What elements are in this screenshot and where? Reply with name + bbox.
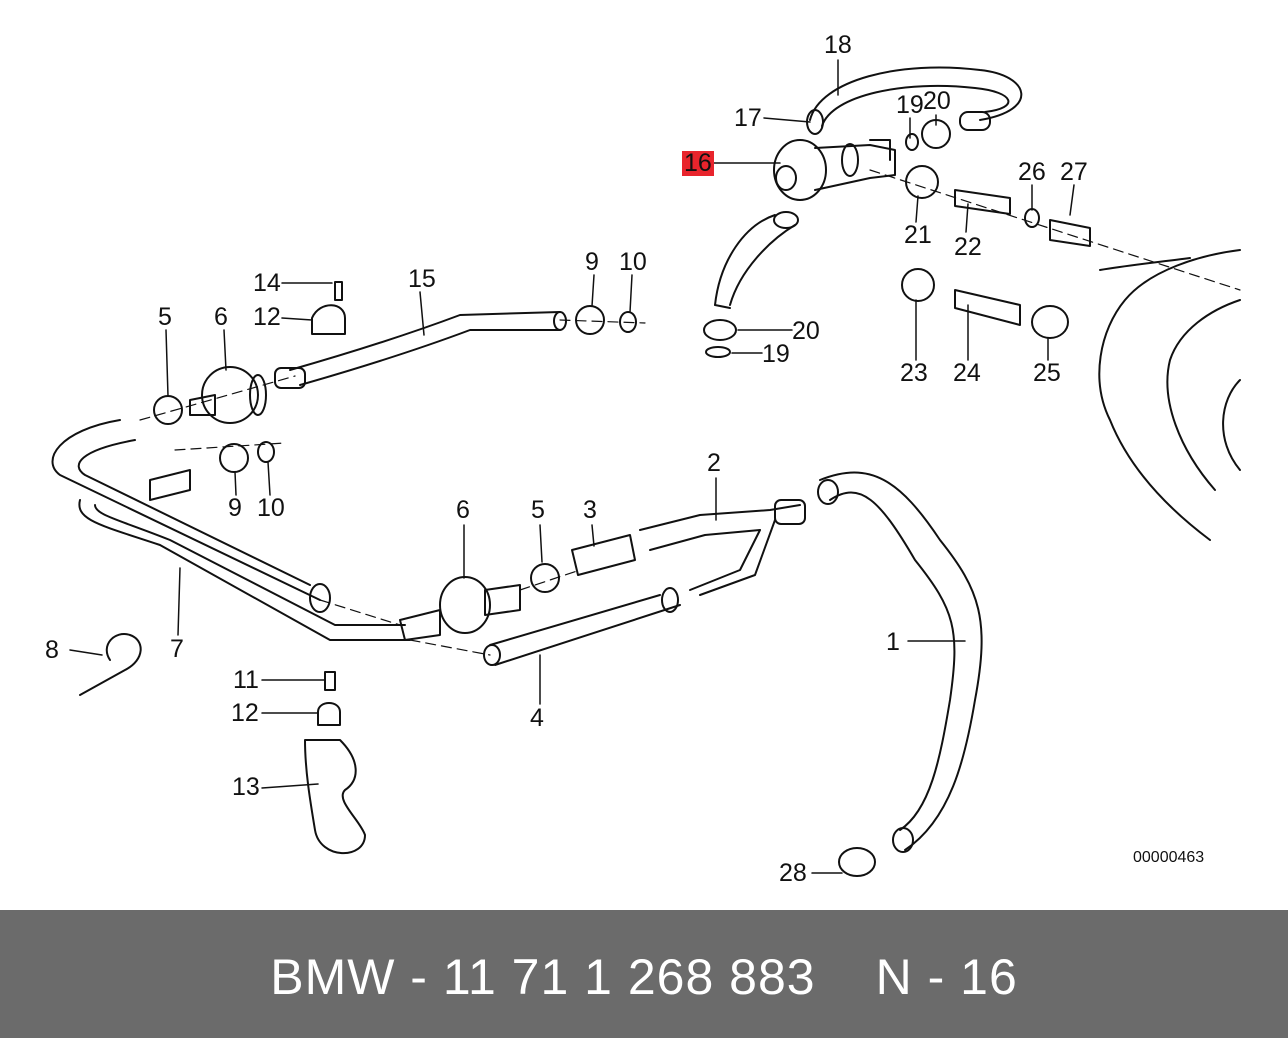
callout-6: 6 [214,303,228,331]
callout-17: 17 [734,104,762,132]
clamp-5-upper [153,395,183,425]
clip-12-lower [317,702,341,726]
hose-16-lower [714,211,799,309]
position-text: N - 16 [875,949,1018,1005]
callout-11: 11 [233,666,259,694]
callout-22: 22 [954,233,982,261]
center-lines [139,319,646,656]
callout-4: 4 [530,704,544,732]
document-number: 00000463 [1133,849,1205,866]
callout-16-highlighted: 16 [682,149,714,177]
callout-14: 14 [253,269,281,297]
fitting-27 [1049,219,1091,247]
nut-9-upper [575,305,605,335]
callout-20: 20 [792,317,820,345]
callout-25: 25 [1033,359,1061,387]
hose-15 [274,311,567,389]
callout-19: 19 [896,91,924,119]
callout-9: 9 [585,248,599,276]
callout-2: 2 [707,449,721,477]
parts-diagram: 1 2 3 4 5 5 6 6 7 8 9 9 10 10 11 12 12 1… [45,31,1241,887]
callout-5: 5 [158,303,172,331]
fitting-22 [954,189,1011,215]
bolt-11 [324,671,336,691]
callout-26: 26 [1018,158,1046,186]
hose-loop [51,419,411,641]
callout-24: 24 [953,359,981,387]
washer-10-lower [257,441,275,463]
bracket-13 [304,739,366,855]
nut-25 [1031,305,1069,339]
y-connector-2 [639,499,806,596]
leader-lines [69,59,1075,874]
callout-12: 12 [231,699,259,727]
sleeve-3 [571,534,636,576]
bolt-14 [334,281,343,301]
footer-bar: BMW - 11 71 1 268 883 N - 16 [0,910,1288,1038]
washer-10-upper [619,311,637,333]
hose-4 [483,587,681,666]
callout-28: 28 [779,859,807,887]
clip-12-upper [311,304,346,335]
part-number-text: BMW - 11 71 1 268 883 [270,949,816,1005]
callout-5: 5 [531,496,545,524]
callout-9: 9 [228,494,242,522]
callout-3: 3 [583,496,597,524]
stub-pipe [149,469,191,501]
fitting-24 [954,289,1021,326]
callout-12: 12 [253,303,281,331]
callout-19: 19 [762,340,790,368]
valve-6-upper [189,366,267,424]
nut-21 [905,165,939,199]
diagram-drawing [51,59,1241,877]
callout-27: 27 [1060,158,1088,186]
callout-13: 13 [232,773,260,801]
callout-23: 23 [900,359,928,387]
clamp-28 [838,847,876,877]
nut-23 [901,268,935,302]
callout-7: 7 [170,635,184,663]
callout-6: 6 [456,496,470,524]
washer-19-upper [905,133,919,151]
hose-1 [817,471,983,853]
callout-1: 1 [886,628,900,656]
callout-15: 15 [408,265,436,293]
callout-18: 18 [824,31,852,59]
strap-8 [79,633,142,696]
callout-8: 8 [45,636,59,664]
nut-9-lower [219,443,249,473]
callout-20: 20 [923,87,951,115]
engine-outline [1098,249,1241,541]
nut-20-lower [703,319,737,341]
callout-10: 10 [619,248,647,276]
valve-16 [773,139,896,201]
washer-19-lower [705,346,731,358]
footer-text: BMW - 11 71 1 268 883 N - 16 [0,948,1288,1006]
clamp-5-lower [530,563,560,593]
valve-6-lower [399,576,521,641]
callout-21: 21 [904,221,932,249]
callout-10: 10 [257,494,285,522]
